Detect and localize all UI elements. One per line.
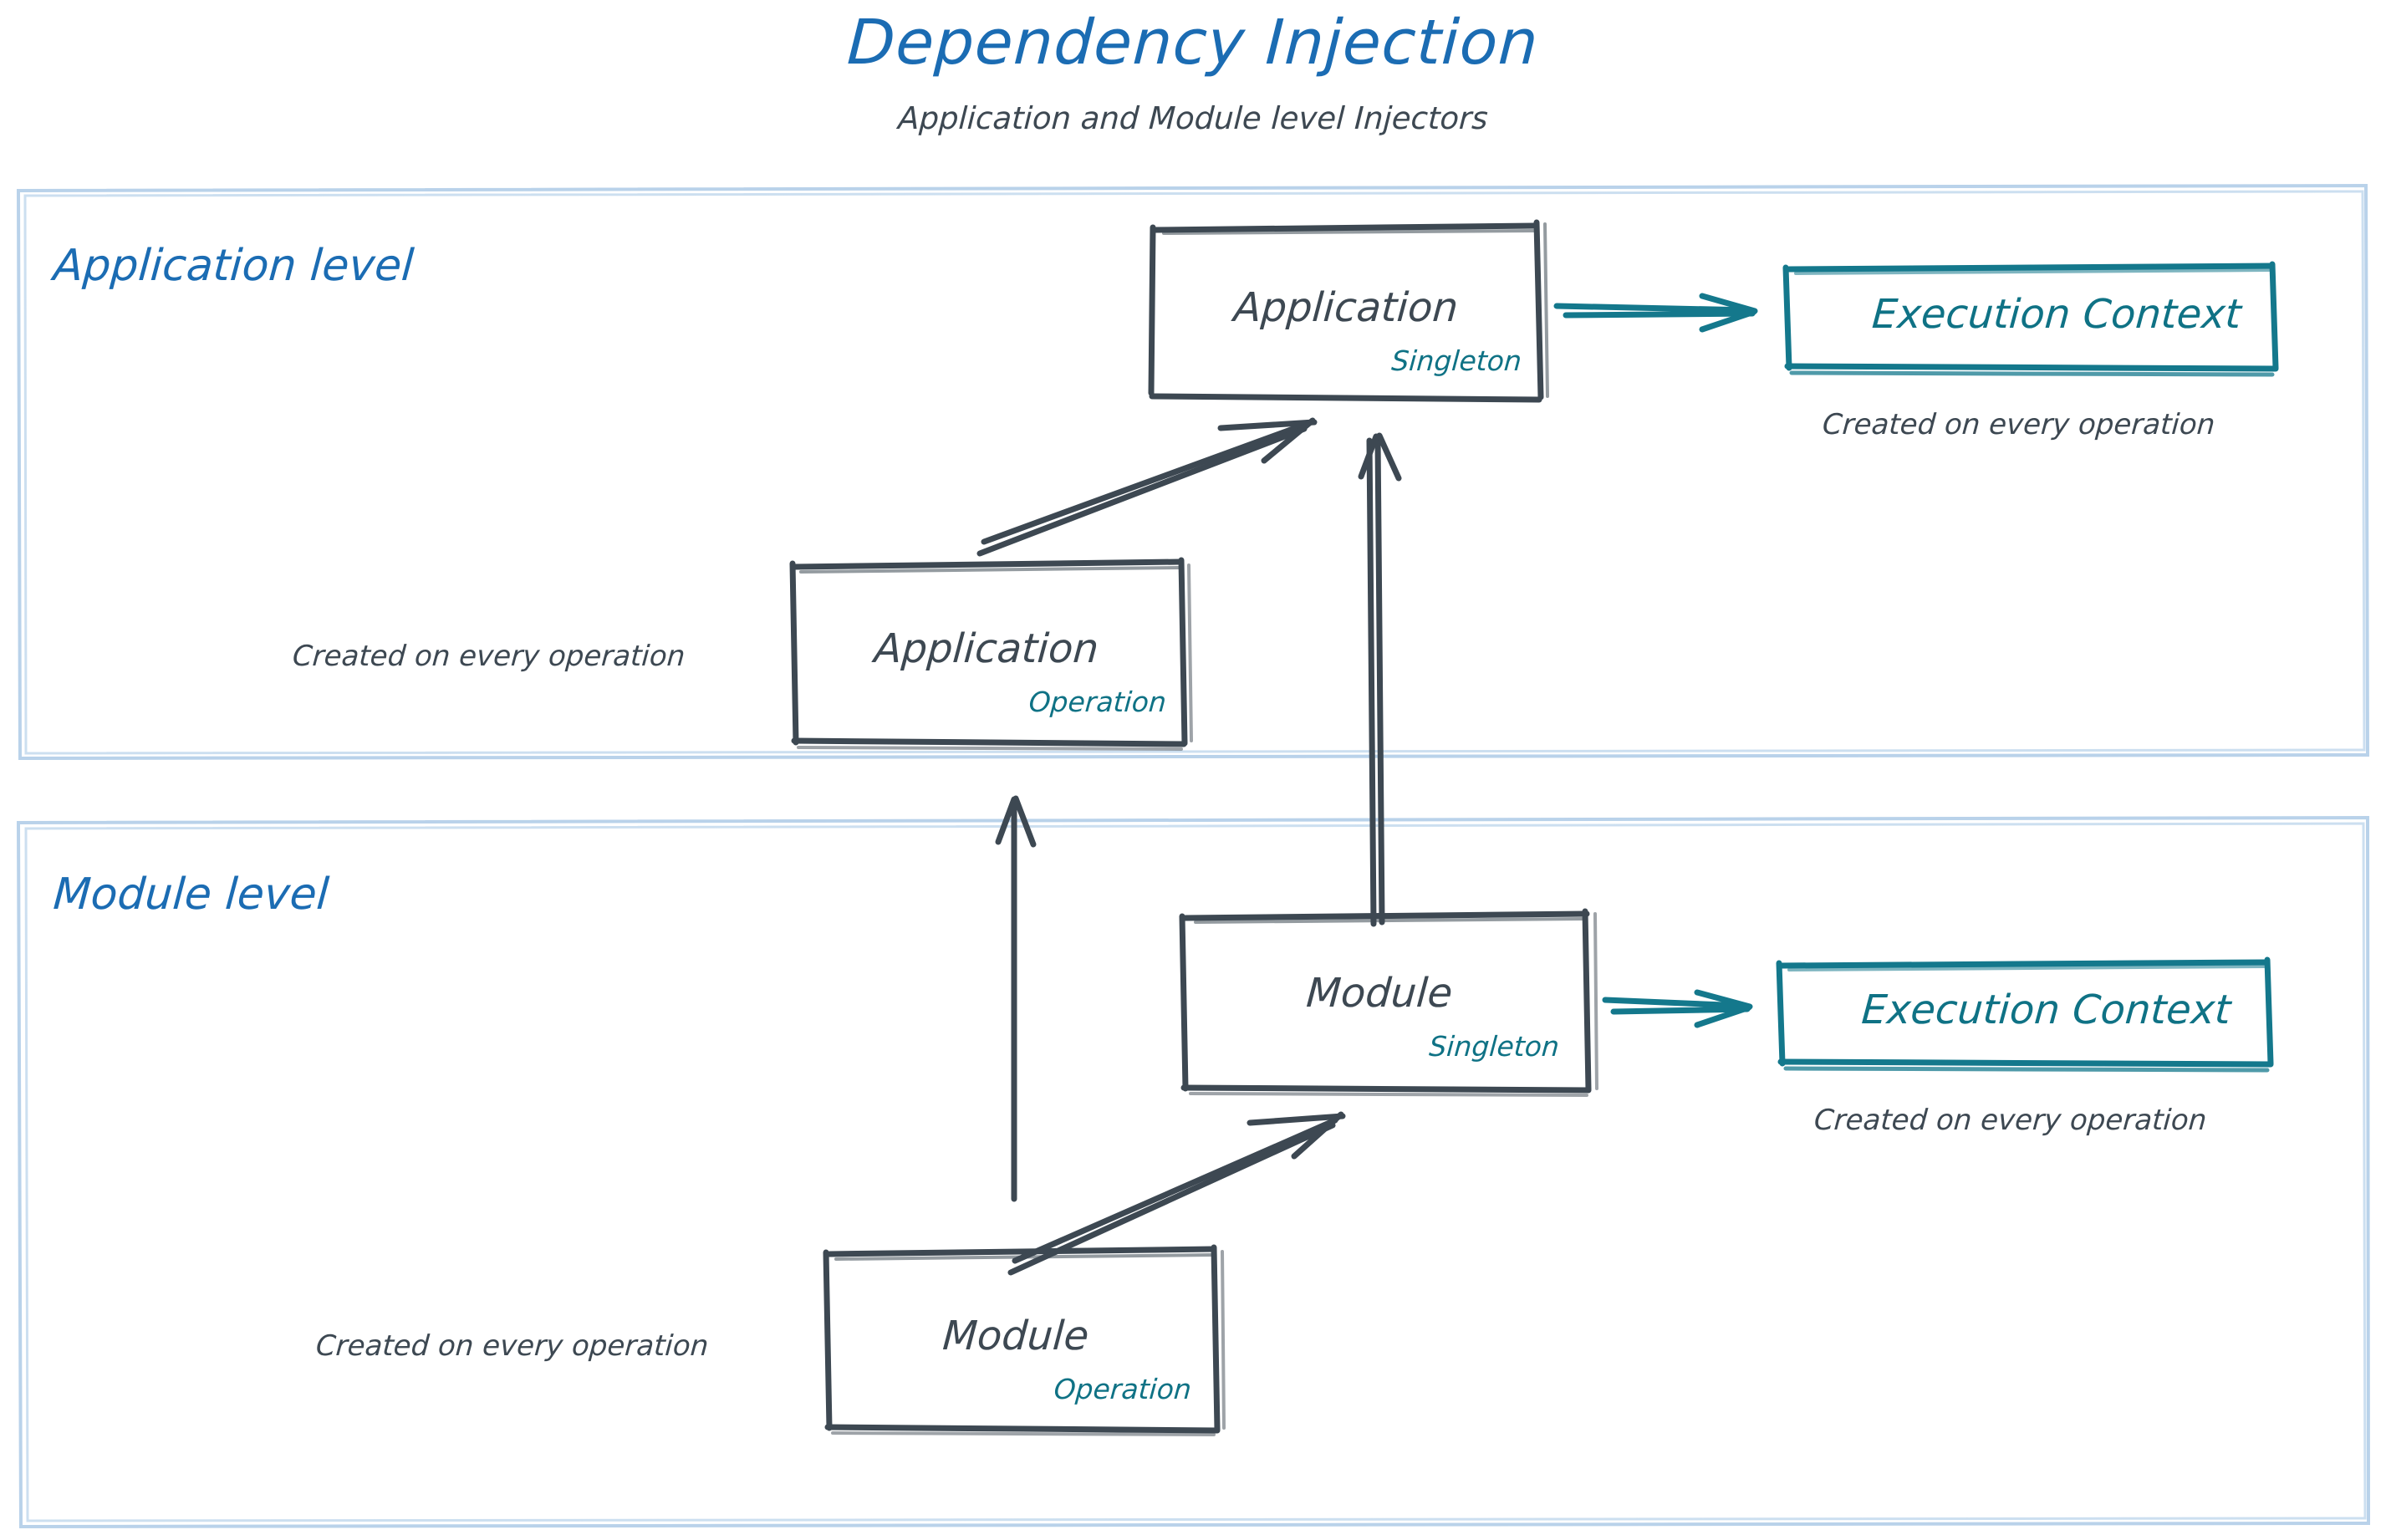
node-box-application-singleton[interactable] [1148, 219, 1549, 403]
node-title-execution-context-module: Execution Context [1859, 987, 2233, 1033]
node-box-module-singleton[interactable] [1179, 908, 1598, 1097]
node-title-module-operation: Module [941, 1313, 1091, 1359]
zone-label-module-level: Module level [51, 869, 331, 920]
caption-module-operation: Created on every operation [314, 1329, 710, 1363]
node-title-application-singleton: Application [1231, 284, 1461, 331]
node-scope-application-singleton: Singleton [1390, 344, 1523, 377]
node-box-execution-context-module[interactable] [1776, 956, 2274, 1073]
node-scope-module-operation: Operation [1053, 1373, 1193, 1405]
node-box-application-operation[interactable] [789, 557, 1193, 751]
node-title-module-singleton: Module [1304, 970, 1455, 1017]
edge-module-operation-to-module-singleton [1007, 1111, 1346, 1276]
zone-frame-application-level [16, 183, 2370, 761]
zone-label-application-level: Application level [51, 241, 416, 291]
caption-application-operation: Created on every operation [291, 640, 686, 673]
edge-module-singleton-to-application-singleton [1358, 432, 1402, 927]
edge-application-operation-to-application-singleton [976, 417, 1318, 557]
node-box-execution-context-application[interactable] [1782, 261, 2279, 377]
node-title-application-operation: Application [872, 625, 1101, 672]
zone-frame-module-level [16, 815, 2371, 1529]
page-title: Dependency Injection [845, 7, 1541, 79]
edge-application-singleton-to-execution-context [1553, 293, 1758, 333]
node-scope-application-operation: Operation [1027, 686, 1168, 718]
edge-module-singleton-to-execution-context [1602, 989, 1753, 1028]
caption-execution-context-module: Created on every operation [1812, 1104, 2208, 1137]
edge-module-operation-to-application-operation [995, 795, 1037, 1202]
node-title-execution-context-application: Execution Context [1870, 291, 2243, 338]
caption-execution-context-application: Created on every operation [1821, 408, 2216, 441]
node-scope-module-singleton: Singleton [1428, 1030, 1561, 1063]
page-subtitle: Application and Module level Injectors [897, 100, 1489, 136]
